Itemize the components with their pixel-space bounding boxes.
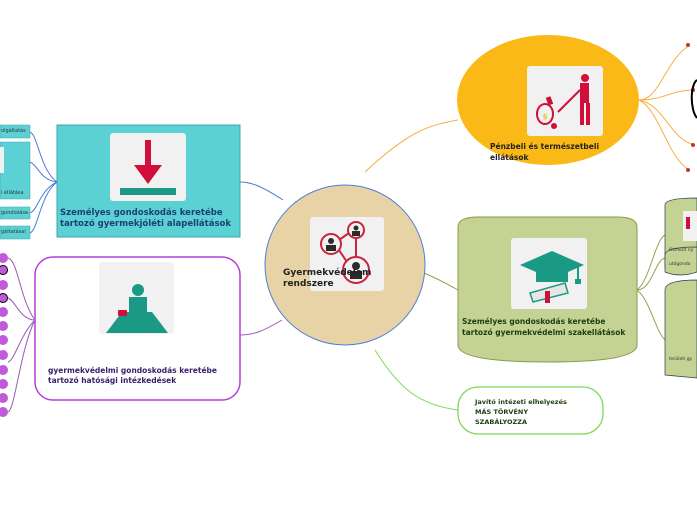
authority-title: gyermekvédelmi gondoskodás keretébe tart… [48,366,218,385]
basic-branch-lines [29,131,58,234]
financial-branch-lines [638,44,696,171]
download-arrow-icon [134,140,162,184]
left-item-box-4[interactable] [0,225,31,240]
right-item-label-1: Otthont ny [669,248,694,253]
connector-authority [239,319,283,336]
dollar-icon: $ [543,113,548,121]
right-item-cyl-3[interactable] [664,279,697,379]
purple-leaf-dots[interactable] [0,253,8,417]
financial-title: Pénzbeli és természetbeli ellátások [490,142,600,162]
left-item-box-2-icon [0,147,4,173]
people-figures [326,225,362,279]
left-item-box-3[interactable] [0,206,31,220]
desk-phone-person-icon [106,284,168,333]
left-item-label-1: olgáltatás [1,128,26,134]
left-item-label-2: i ellátása [1,190,24,196]
authority-branch-lines [7,257,36,413]
right-item-cyl-2[interactable] [664,246,697,276]
money-cart-icon [536,74,590,129]
left-item-box-2[interactable] [0,141,31,200]
financial-icon-bg [527,66,603,136]
right-item-label-3: területi gy [669,357,693,362]
left-item-label-3: gondozása [1,210,28,216]
right-item-cyl-1-icon-mark [686,217,690,229]
center-icon-bg [310,217,384,291]
people-network-icon [320,221,370,284]
graduation-cap-icon [520,251,584,303]
basic-title: Személyes gondoskodás keretébe tartozó g… [60,208,232,229]
correctional-title: Javító intézeti elhelyezés MÁS TÖRVÉNY S… [475,398,567,426]
financial-child-partial [690,79,697,119]
right-item-label-2: utógondo [669,262,691,267]
specialized-title: Személyes gondoskodás keretébe tartozó g… [462,317,626,337]
center-title: Gyermekvédelem rendszere [283,268,372,289]
connector-correctional [374,349,459,411]
base-bar-icon [120,188,176,195]
left-item-box-1[interactable] [0,124,31,139]
left-item-label-4: gáltatásai [1,229,26,235]
connector-basic [239,181,284,201]
connector-financial [364,119,459,173]
correctional-node[interactable] [457,386,604,435]
specialized-branch-lines [636,234,666,341]
